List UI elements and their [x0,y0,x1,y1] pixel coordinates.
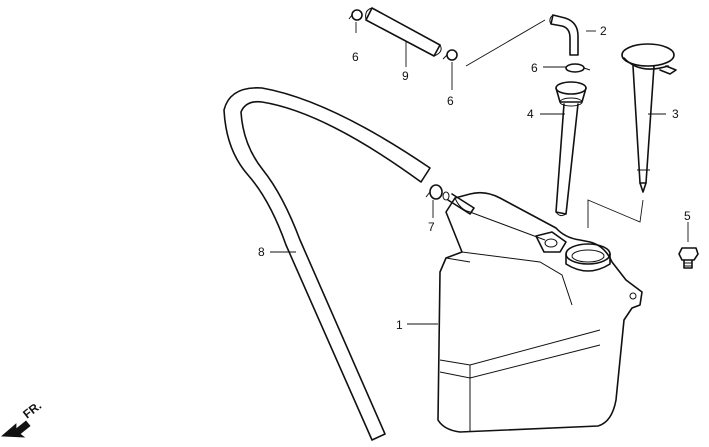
front-label: FR. [20,398,44,421]
clamp-6-left [348,9,363,21]
callout-1: 1 [396,318,403,332]
callout-5: 5 [684,209,691,223]
callouts: 1 2 3 4 5 6 6 6 7 8 9 [258,24,691,332]
bolt-5 [678,247,699,269]
clamp-6-right [565,63,591,73]
callout-8: 8 [258,245,265,259]
callout-4: 4 [527,107,534,121]
callout-6-middle: 6 [447,94,454,108]
callout-2: 2 [600,24,607,38]
filler-neck-4 [555,81,587,217]
callout-7: 7 [428,220,435,234]
callout-6-right: 6 [531,61,538,75]
hose-8 [223,87,431,441]
front-direction-indicator: FR. [0,398,44,438]
callout-6-left: 6 [352,50,359,64]
clamp-7 [425,184,443,200]
reservoir-tank-1 [437,191,643,433]
callout-9: 9 [402,69,409,83]
clamp-6-middle [442,49,458,61]
leader-lines [270,19,689,325]
hose-9 [365,7,442,57]
dipstick-3 [621,43,677,193]
callout-3: 3 [672,107,679,121]
front-arrow-icon [0,420,31,438]
elbow-tube-2 [549,14,579,56]
